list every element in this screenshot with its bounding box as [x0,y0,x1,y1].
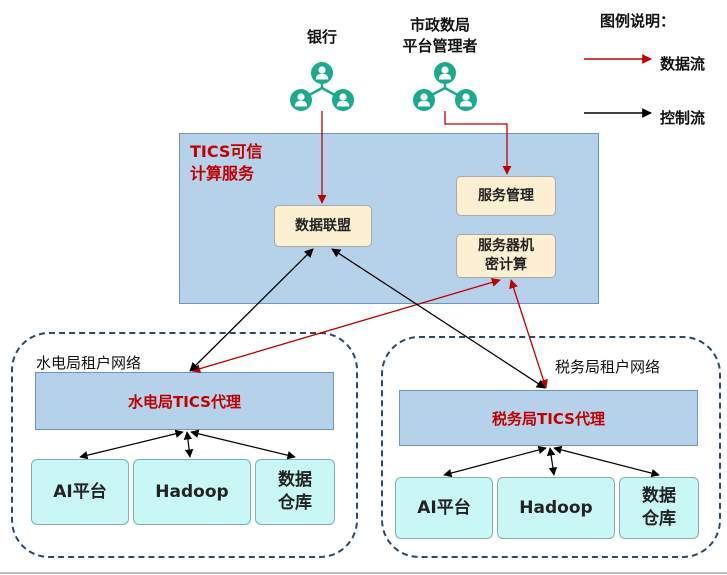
tax-tics-proxy[interactable]: 税务局TICS代理 [399,390,698,446]
municipal-label-line1: 市政数局 [409,16,470,34]
tax-warehouse-line1: 数据 [642,486,676,506]
water-proxy-to-alliance-arrow [189,248,314,372]
tax-tenant-network [381,336,721,558]
tax-warehouse-line2: 仓库 [642,509,676,529]
service-mgmt-label: 服务管理 [478,187,534,204]
legend-title: 图例说明： [600,12,676,30]
tics-title-line2: 计算服务 [190,164,255,183]
bank-users-icon [290,62,354,111]
water-warehouse-line1: 数据 [278,470,312,490]
water-hadoop-label: Hadoop [155,481,229,502]
tax-ai-platform[interactable]: AI平台 [395,477,493,539]
data-alliance-label: 数据联盟 [295,217,351,234]
municipal-to-service-mgmt-arrow [444,111,512,175]
tax-ai-label: AI平台 [417,497,471,518]
tics-title-line1: TICS可信 [190,142,263,161]
data-alliance-box[interactable]: 数据联盟 [274,205,372,247]
service-mgmt-box[interactable]: 服务管理 [456,176,556,216]
municipal-label-line2: 平台管理者 [402,37,478,55]
water-tics-proxy[interactable]: 水电局TICS代理 [35,372,334,430]
tics-title: TICS可信 计算服务 [190,141,262,185]
tax-proxy-label: 税务局TICS代理 [492,409,605,428]
tax-data-warehouse[interactable]: 数据 仓库 [619,477,699,539]
tax-warehouse-label: 数据 仓库 [642,485,676,531]
legend-data-flow-label: 数据流 [660,55,706,73]
bank-label: 银行 [306,28,337,46]
water-ai-platform[interactable]: AI平台 [31,459,129,525]
water-warehouse-line2: 仓库 [278,493,312,513]
water-hadoop[interactable]: Hadoop [133,459,251,525]
tax-proxy-to-hadoop-arrow [546,447,558,476]
water-tenant-network [11,332,358,558]
water-ai-label: AI平台 [53,481,107,502]
water-proxy-to-hadoop-arrow [183,431,194,458]
tax-network-label: 税务局租户网络 [555,358,661,376]
water-proxy-to-ai-arrow [79,429,184,460]
water-network-label: 水电局租户网络 [36,354,142,372]
water-proxy-to-warehouse-arrow [190,429,296,460]
tax-proxy-to-ai-arrow [443,445,547,478]
tax-proxy-to-server-arrow [509,279,548,389]
tax-hadoop[interactable]: Hadoop [497,477,615,539]
water-warehouse-label: 数据 仓库 [278,469,312,515]
water-proxy-to-server-arrow [191,277,501,374]
tax-hadoop-label: Hadoop [519,497,593,518]
water-data-warehouse[interactable]: 数据 仓库 [255,459,335,525]
municipal-users-icon [413,62,477,111]
water-proxy-label: 水电局TICS代理 [128,392,241,411]
tax-proxy-to-warehouse-arrow [553,445,660,478]
legend-control-flow-label: 控制流 [660,109,706,127]
tax-proxy-to-alliance-arrow [331,248,546,389]
